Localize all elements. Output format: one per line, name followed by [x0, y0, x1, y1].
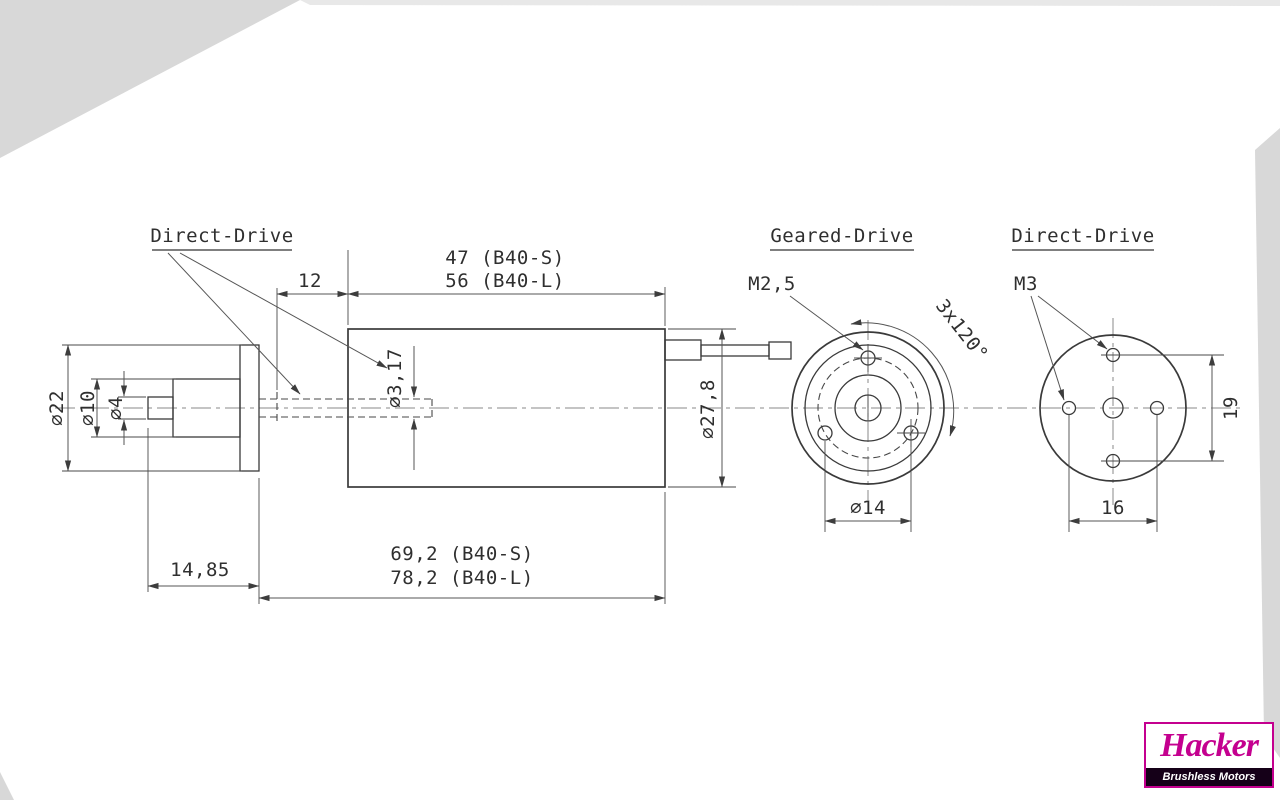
dim-body-length-short: 47 (B40-S): [445, 247, 564, 269]
geared-hole-pattern: 3x120°: [931, 295, 992, 365]
hacker-logo: Hacker Brushless Motors: [1144, 722, 1274, 788]
direct-drive-title: Direct-Drive: [1011, 225, 1154, 247]
dim-shaft-length: 14,85: [170, 559, 230, 581]
direct-view-outline: [1039, 334, 1187, 482]
dim-body-length-long: 56 (B40-L): [445, 270, 564, 292]
direct-screw-label: M3: [1014, 273, 1038, 295]
dim-total-length-short: 69,2 (B40-S): [390, 543, 533, 565]
geared-bolt-circle: ⌀14: [850, 497, 886, 519]
hacker-logo-tagline: Brushless Motors: [1146, 768, 1272, 786]
side-view-outline: [147, 328, 792, 488]
dim-shaft-diameter: ⌀3,17: [384, 348, 406, 408]
dim-collar-diameter: ⌀22: [46, 390, 68, 426]
hacker-logo-brand: Hacker: [1160, 727, 1259, 764]
direct-view-dimensions: [1012, 249, 1224, 532]
geared-drive-title: Geared-Drive: [770, 225, 913, 247]
side-view-dimensions: [62, 249, 736, 604]
direct-hole-spacing-vertical: 19: [1220, 396, 1242, 420]
dim-hub-diameter: ⌀10: [77, 390, 99, 426]
side-direct-drive-label: Direct-Drive: [150, 225, 293, 247]
geared-view-dimensions: [770, 249, 956, 532]
direct-hole-spacing-horizontal: 16: [1101, 497, 1125, 519]
centerlines: [55, 318, 1245, 505]
dim-total-length-long: 78,2 (B40-L): [390, 567, 533, 589]
dim-spacer-12: 12: [298, 270, 322, 292]
dim-case-diameter: ⌀27,8: [697, 379, 719, 439]
geared-screw-label: M2,5: [748, 273, 796, 295]
dim-stub-diameter: ⌀4: [105, 396, 127, 420]
